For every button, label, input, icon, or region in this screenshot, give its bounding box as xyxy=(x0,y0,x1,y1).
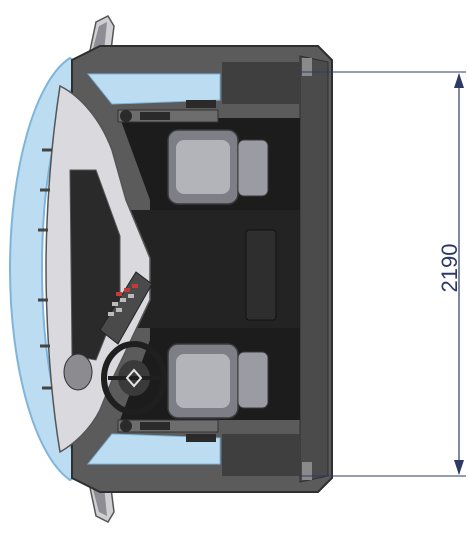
dimension-label: 2190 xyxy=(437,244,462,293)
rear-wall-light-top xyxy=(302,58,312,76)
passenger-seat xyxy=(167,129,269,205)
door-control-top xyxy=(117,100,219,123)
width-dimension: 2190 xyxy=(300,71,466,477)
dashboard-vents xyxy=(38,148,52,390)
driver-seat xyxy=(167,343,269,419)
side-wall-bottom xyxy=(222,434,300,476)
dimension-arrow-bottom xyxy=(454,460,464,475)
cab-rear-wall xyxy=(299,55,329,483)
dimension-arrow-top xyxy=(454,73,464,88)
door-control-bottom xyxy=(117,419,219,442)
door-window-top xyxy=(86,73,221,105)
floor-console xyxy=(245,229,277,321)
windshield xyxy=(8,56,88,482)
rear-wall-light-bottom xyxy=(302,462,312,480)
side-wall-top xyxy=(222,62,300,104)
center-control-panel xyxy=(99,271,153,345)
renault-logo-icon xyxy=(125,368,143,388)
gear-pod xyxy=(63,353,93,391)
steering-wheel-icon xyxy=(101,341,167,415)
